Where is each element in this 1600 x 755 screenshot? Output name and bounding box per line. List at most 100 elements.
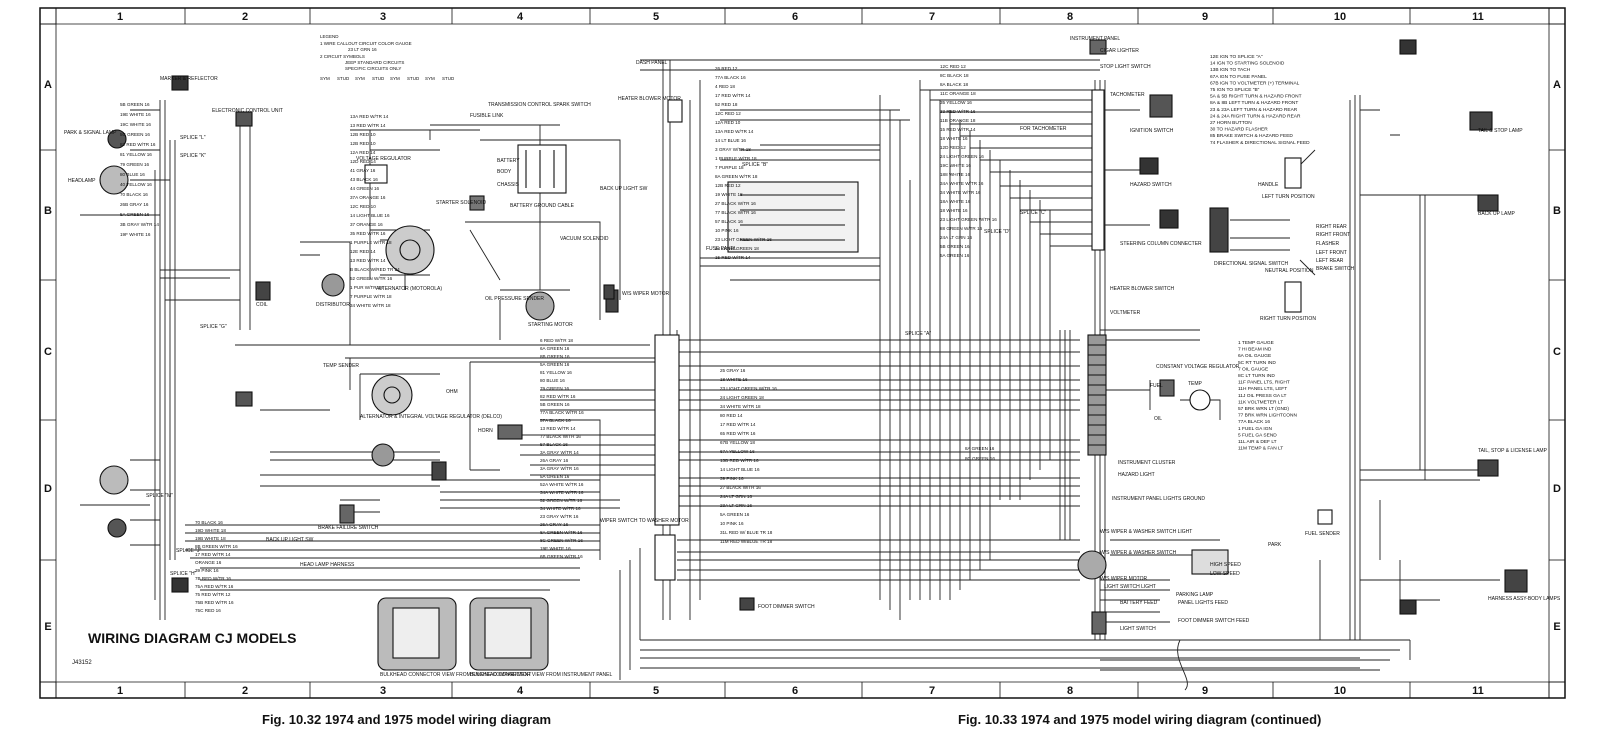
row-label: C	[1553, 346, 1561, 358]
cluster-note: 11J OIL PRESS GA LT	[1238, 393, 1287, 399]
wire-label: 8A GREEN 16	[965, 446, 995, 451]
wire-label: 24 LIGHT GREEN 18	[720, 395, 764, 400]
wire-label: 26B GRAY 16	[120, 202, 149, 207]
component-label: DASH PANEL	[636, 60, 668, 66]
wire-label: ORANGE 16	[195, 560, 222, 565]
legend-header: SYM	[390, 76, 400, 81]
cluster-note: 11M TEMP & FAN LT	[1238, 446, 1283, 452]
component-label: LOW SPEED	[1210, 571, 1240, 577]
wire-label: 67A YELLOW 16	[720, 449, 755, 454]
wire-label: 35 RED W/TR 16	[350, 231, 386, 236]
coil-icon	[255, 281, 271, 301]
component-label: VOLTAGE REGULATOR	[356, 156, 411, 162]
circuit-note: 74 FLASHER & DIRECTIONAL SIGNAL FEED	[1210, 140, 1310, 146]
legend-title: LEGEND	[320, 34, 339, 39]
wire-label: 10 PINK 16	[720, 521, 744, 526]
cluster-note: 5 FUEL GA SEND	[1238, 432, 1277, 438]
cluster-note: 77 BRK WRN LIGHTCONN	[1238, 413, 1297, 419]
turn-position-icon	[1284, 281, 1302, 313]
wire-label: 17 RED W/TR 14	[715, 93, 751, 98]
component-label: TRANSMISSION CONTROL SPARK SWITCH	[488, 102, 591, 108]
wire-label: 34 WHITE W/TR 16	[940, 190, 981, 195]
wire-label: 70 BLACK 16	[195, 520, 223, 525]
wire-label: 77 BLACK W/TR 16	[715, 210, 756, 215]
col-label: 11	[1472, 11, 1484, 23]
wire-label: B BLACK W/RED TR 24	[350, 267, 400, 272]
wire-label: 6B GREEN W/TR 16	[540, 554, 583, 559]
row-label: A	[1553, 79, 1561, 91]
wire-label: 80 BLUE 16	[540, 378, 565, 383]
brake-failure-switch-icon	[339, 504, 355, 524]
wire-label: 19E WHITE 16	[540, 546, 571, 551]
component-label: TAIL & STOP LAMP	[1478, 128, 1523, 134]
component-label: BACK UP LIGHT SW	[600, 186, 648, 192]
component-label: STOP LIGHT SWITCH	[1100, 64, 1151, 70]
wire-label: 34A WHITE W/TR 16	[940, 181, 984, 186]
component-label: CONSTANT VOLTAGE REGULATOR	[1156, 364, 1240, 370]
component-label: HEADLAMP	[68, 178, 96, 184]
component-label: LIGHT SWITCH LIGHT	[1104, 584, 1156, 590]
cluster-note: 77A BLACK 16	[1238, 419, 1270, 425]
cluster-note: 7 OIL GAUGE	[1238, 366, 1268, 372]
component-label: FUEL	[1150, 383, 1163, 389]
component-label: HAZARD SWITCH	[1130, 182, 1172, 188]
wire-label: 12A RED 14	[350, 150, 376, 155]
wire-label: 52 GREEN W/TR 16	[350, 276, 393, 281]
wire-label: 77A BLACK 16	[715, 75, 746, 80]
circuit-note: 23 & 23A LEFT TURN & HAZARD REAR	[1210, 107, 1298, 113]
wire-label: 88 GREEN W/TR 16	[940, 226, 983, 231]
wire-label: 14 LIGHT BLUE 16	[350, 213, 390, 218]
wire-label: 39 PINK 16	[720, 476, 744, 481]
temp-gauge-icon	[1189, 389, 1211, 411]
fuse-panel-icon	[727, 181, 859, 253]
wire-label: 14 LT BLUE 16	[715, 138, 746, 143]
row-label: E	[44, 621, 51, 633]
legend-header: STUD	[372, 76, 385, 81]
component-label: PARK & SIGNAL LAMP	[64, 130, 117, 136]
row-label: D	[44, 483, 52, 495]
wire-label: 8C GREEN 16	[965, 456, 995, 461]
circuit-note: 8A & 8B LEFT TURN & HAZARD FRONT	[1210, 100, 1298, 106]
fuel-sender-icon	[1317, 509, 1333, 525]
col-label: 5	[653, 685, 659, 697]
col-label: 1	[117, 11, 123, 23]
component-label: BULKHEAD CONNECTOR VIEW FROM INSTRUMENT …	[470, 672, 612, 678]
legend-row: SPECIFIC CIRCUITS ONLY	[345, 66, 401, 71]
wire-label: 14 LIGHT BLUE 16	[720, 467, 760, 472]
circuit-note: 30 TO HAZARD FLASHER	[1210, 127, 1268, 133]
park-signal-lamp-icon	[107, 129, 127, 149]
wire-label: 13 RED W/TR 14	[350, 258, 386, 263]
component-label: STARTER SOLENOID	[436, 200, 486, 206]
distributor-icon	[371, 443, 395, 467]
component-label: HEATER BLOWER SWITCH	[1110, 286, 1174, 292]
wire-label: 8A BLACK 18	[940, 82, 969, 87]
wire-label: 34 WHITE W/TR 18	[350, 303, 391, 308]
cluster-note: 1 TEMP GAUGE	[1238, 340, 1274, 346]
wire-label: 24 LIGHT GREEN 18	[715, 246, 759, 251]
component-label: HEAD LAMP HARNESS	[300, 562, 355, 568]
wire-label: 79 GREEN 16	[120, 162, 150, 167]
col-label: 8	[1067, 685, 1073, 697]
wire-label: 4 RED 18	[715, 84, 735, 89]
wire-label: 52 RED 18	[715, 102, 738, 107]
back-up-lamp-icon	[1477, 194, 1499, 212]
ecu-icon	[235, 391, 253, 407]
cluster-note: 8C LT TURN IND	[1238, 373, 1275, 379]
wire-label: 75B RED W/TR 16	[195, 600, 234, 605]
wire-label: 12A RED 10	[715, 120, 741, 125]
cluster-note: 11K VOLTMETER LT	[1238, 399, 1283, 405]
component-label: ALTERNATOR & INTEGRAL VOLTAGE REGULATOR …	[360, 414, 502, 420]
cluster-note: 11L AIR & DEF LT	[1238, 439, 1277, 445]
drawing-number: J43152	[72, 660, 92, 666]
component-label: BATTERY	[497, 158, 520, 164]
component-label: HEATER BLOWER MOTOR	[618, 96, 681, 102]
marker-reflector-icon	[1399, 39, 1417, 55]
wire-label: 67B YELLOW 18	[720, 440, 755, 445]
component-label: OIL PRESSURE SENDER	[485, 296, 544, 302]
col-label: 9	[1202, 685, 1208, 697]
wire-label: 8C BLACK 18	[940, 73, 969, 78]
wire-label: 13 RED W/TR 14	[540, 426, 576, 431]
col-label: 2	[242, 685, 248, 697]
component-label: COIL	[256, 302, 268, 308]
wire-label: 11B ORANGE 18	[940, 118, 976, 123]
